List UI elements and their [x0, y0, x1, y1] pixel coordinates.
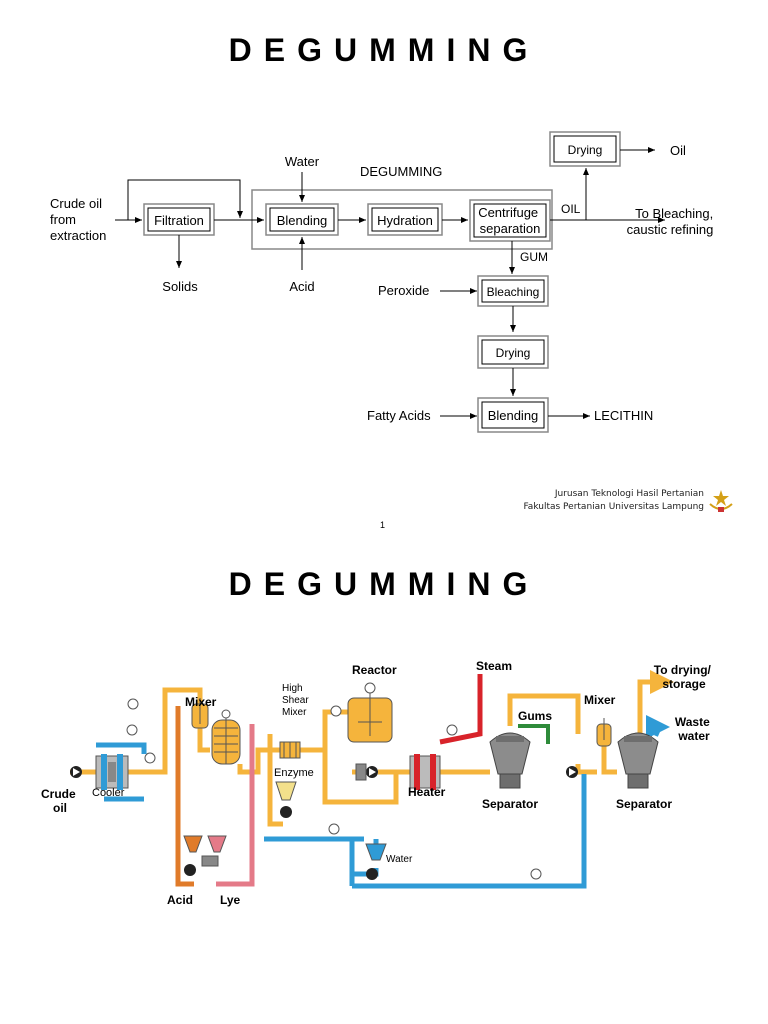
separator-2-label: Separator: [616, 797, 672, 811]
drying-top-label: Drying: [568, 143, 603, 157]
acid-label: Acid: [167, 893, 193, 907]
acid-tank-icon: [183, 835, 203, 876]
lye-label: Lye: [220, 893, 241, 907]
blending-bottom-label: Blending: [488, 408, 539, 423]
water-tank-icon: [365, 843, 387, 880]
heater-label: Heater: [408, 785, 446, 799]
retention-vessel-icon: [211, 709, 241, 765]
high-shear-mixer-label: High Shear Mixer: [282, 683, 311, 718]
separator-1-label: Separator: [482, 797, 538, 811]
acid-label: Acid: [289, 279, 314, 294]
bleaching-box: [477, 275, 549, 307]
separator-pump-icon: [566, 766, 578, 778]
waste-water-pipe: [646, 715, 670, 739]
lye-pipe: [216, 724, 255, 887]
reactor-pump-icon: [366, 766, 378, 778]
to-bleaching-label: To Bleaching, caustic refining: [627, 206, 717, 237]
drying-mid-box: [477, 335, 549, 369]
fatty-acids-label: Fatty Acids: [367, 408, 431, 423]
separator-1-icon: [489, 732, 531, 789]
mixer-2-label: Mixer: [584, 693, 616, 707]
slide2-title: DEGUMMING: [228, 566, 540, 602]
oil-out-label: Oil: [670, 143, 686, 158]
filtration-label: Filtration: [154, 213, 204, 228]
institution-footer: Jurusan Teknologi Hasil Pertanian Fakult…: [523, 488, 704, 514]
degumming-flow-diagram: DEGUMMING Crude oil from extraction Filt…: [50, 131, 717, 433]
steam-pipe: [439, 674, 483, 745]
mixer-1-label: Mixer: [185, 695, 217, 709]
gum-label: GUM: [520, 250, 548, 264]
gums-label: Gums: [518, 709, 552, 723]
lye-tank-icon: [201, 835, 227, 867]
reactor-icon: [347, 682, 393, 743]
mixer-1-icon: [191, 698, 209, 729]
steam-label: Steam: [476, 659, 512, 673]
water-label: Water: [285, 154, 320, 169]
enzyme-label: Enzyme: [274, 767, 314, 779]
centrifuge-label: Centrifuge separation: [478, 205, 542, 236]
footer-line-2: Fakultas Pertanian Universitas Lampung: [523, 502, 704, 512]
waste-water-label: Waste water: [675, 715, 713, 743]
oil-label: OIL: [561, 202, 581, 216]
slide1-title: DEGUMMING: [228, 32, 540, 68]
to-drying-label: To drying/ storage: [654, 663, 714, 691]
university-logo-icon: [709, 490, 733, 512]
blending-bottom-box: [477, 397, 549, 433]
drying-mid-label: Drying: [496, 346, 531, 360]
blending-label: Blending: [277, 213, 328, 228]
enzyme-tank-icon: [275, 781, 297, 818]
separator-2-icon: [617, 732, 659, 789]
degumming-process-schematic: Crude oil Cooler Mixer High Shear Mixer …: [41, 659, 714, 907]
acid-pipe: [175, 706, 194, 887]
cooler-label: Cooler: [92, 787, 125, 799]
crude-oil-label: Crude oil from extraction: [50, 196, 106, 243]
high-shear-mixer-icon: [279, 741, 301, 759]
hydration-label: Hydration: [377, 213, 433, 228]
cooler-heat-exchanger-icon: [95, 754, 129, 790]
mixer-2-icon: [596, 718, 612, 747]
hydration-box: [367, 203, 443, 236]
blending-box: [265, 203, 339, 236]
page-number: 1: [380, 520, 386, 530]
lecithin-label: LECITHIN: [594, 408, 653, 423]
water-label: Water: [386, 854, 413, 865]
crude-oil-label: Crude oil: [41, 787, 79, 815]
footer-line-1: Jurusan Teknologi Hasil Pertanian: [554, 489, 704, 499]
solids-label: Solids: [162, 279, 198, 294]
drying-top-box: [549, 131, 621, 167]
reactor-label: Reactor: [352, 663, 397, 677]
heater-heat-exchanger-icon: [409, 754, 441, 790]
peroxide-label: Peroxide: [378, 283, 429, 298]
degumming-group-label: DEGUMMING: [360, 164, 442, 179]
gums-pipe: [518, 724, 550, 744]
feed-pump-icon: [70, 766, 82, 778]
centrifuge-box: [469, 199, 551, 242]
bleaching-label: Bleaching: [487, 285, 540, 299]
